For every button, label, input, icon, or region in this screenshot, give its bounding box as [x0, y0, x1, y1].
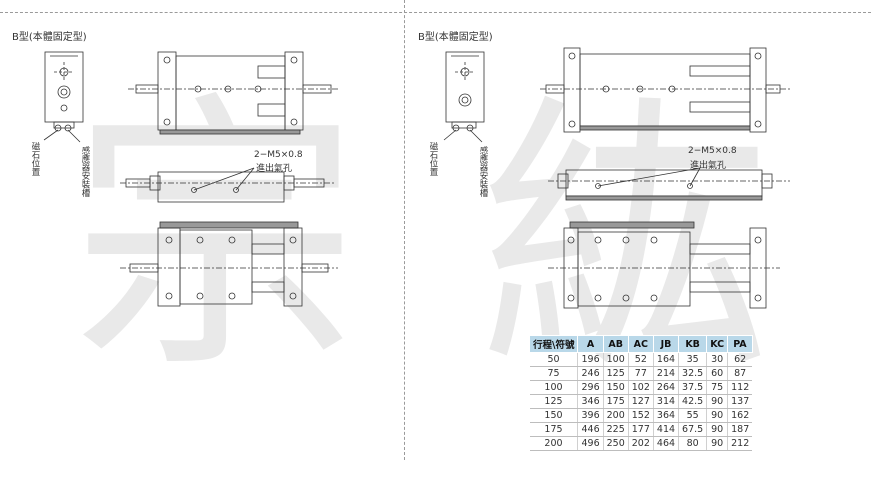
table-cell: 50	[529, 352, 578, 367]
table-cell: 90	[706, 436, 728, 451]
center-dashed-divider	[404, 0, 405, 460]
table-cell: 125	[602, 366, 629, 381]
table-cell: 346	[577, 394, 604, 409]
stroke-dimension-table: 行程\符號 A AB AC JB KB KC PA 50 196 100 52 …	[528, 335, 753, 451]
table-row: 100 296 150 102 264 37.5 75 112	[529, 380, 753, 395]
table-cell: 162	[727, 408, 753, 423]
table-cell: 187	[727, 422, 753, 437]
table-cell: 196	[577, 352, 604, 367]
table-cell: 214	[652, 366, 679, 381]
table-cell: 100	[529, 380, 578, 395]
table-cell: 164	[652, 352, 679, 367]
table-cell: 150	[529, 408, 578, 423]
table-cell: 75	[529, 366, 578, 381]
table-cell: 225	[602, 422, 629, 437]
table-row: 125 346 175 127 314 42.5 90 137	[529, 394, 753, 409]
table-cell: 150	[602, 380, 629, 395]
left-port-air-label: 進出氣孔	[256, 164, 293, 174]
header-ab: AB	[602, 335, 629, 353]
table-cell: 296	[577, 380, 604, 395]
table-cell: 102	[627, 380, 654, 395]
table-row: 175 446 225 177 414 67.5 90 187	[529, 422, 753, 437]
header-pa: PA	[727, 335, 753, 353]
table-cell: 396	[577, 408, 604, 423]
right-bottom-view	[548, 221, 780, 309]
table-cell: 212	[727, 436, 753, 451]
table-cell: 246	[577, 366, 604, 381]
table-cell: 112	[727, 380, 753, 395]
table-cell: 314	[652, 394, 679, 409]
right-port-thread-label: 2−M5×0.8	[688, 146, 737, 156]
left-section-title: B型(本體固定型)	[12, 32, 87, 43]
table-cell: 75	[706, 380, 728, 395]
table-cell: 87	[727, 366, 753, 381]
left-end-view	[43, 51, 84, 143]
table-cell: 60	[706, 366, 728, 381]
table-cell: 100	[602, 352, 629, 367]
table-cell: 90	[706, 394, 728, 409]
table-header-row: 行程\符號 A AB AC JB KB KC PA	[528, 335, 753, 353]
table-cell: 200	[602, 408, 629, 423]
table-cell: 414	[652, 422, 679, 437]
table-row: 200 496 250 202 464 80 90 212	[529, 436, 753, 451]
table-cell: 125	[529, 394, 578, 409]
right-side-view	[548, 167, 790, 201]
table-cell: 80	[678, 436, 707, 451]
right-top-view	[540, 47, 790, 133]
table-cell: 52	[627, 352, 654, 367]
table-cell: 37.5	[678, 380, 707, 395]
left-port-thread-label: 2−M5×0.8	[254, 150, 303, 160]
table-cell: 127	[627, 394, 654, 409]
table-cell: 152	[627, 408, 654, 423]
right-end-view	[443, 51, 485, 143]
table-cell: 464	[652, 436, 679, 451]
right-port-air-label: 進出氣孔	[690, 161, 727, 171]
header-kb: KB	[678, 335, 708, 353]
table-cell: 200	[529, 436, 578, 451]
table-cell: 364	[652, 408, 679, 423]
table-cell: 90	[706, 422, 728, 437]
table-cell: 250	[602, 436, 629, 451]
table-cell: 496	[577, 436, 604, 451]
table-cell: 446	[577, 422, 604, 437]
table-cell: 137	[727, 394, 753, 409]
header-jb: JB	[652, 335, 680, 353]
table-cell: 202	[627, 436, 654, 451]
table-cell: 62	[727, 352, 753, 367]
header-stroke: 行程\符號	[528, 335, 579, 353]
table-row: 75 246 125 77 214 32.5 60 87	[529, 366, 753, 381]
table-cell: 175	[602, 394, 629, 409]
table-row: 50 196 100 52 164 35 30 62	[529, 352, 753, 367]
header-kc: KC	[706, 335, 729, 353]
table-cell: 67.5	[678, 422, 707, 437]
table-cell: 30	[706, 352, 728, 367]
header-a: A	[577, 335, 604, 353]
right-section-title: B型(本體固定型)	[418, 32, 493, 43]
left-side-view	[120, 167, 335, 203]
table-cell: 175	[529, 422, 578, 437]
right-magnet-position-label: 磁石位置	[428, 142, 438, 176]
left-top-view	[128, 51, 340, 135]
table-cell: 32.5	[678, 366, 707, 381]
table-cell: 177	[627, 422, 654, 437]
table-row: 150 396 200 152 364 55 90 162	[529, 408, 753, 423]
table-cell: 55	[678, 408, 707, 423]
left-bottom-view	[120, 221, 338, 307]
left-sensor-slot-label: 感應器安裝槽	[80, 146, 90, 197]
table-cell: 35	[678, 352, 707, 367]
top-dashed-divider	[0, 12, 871, 13]
watermark-left: 宗	[70, 71, 360, 408]
left-magnet-position-label: 磁石位置	[30, 142, 40, 176]
table-cell: 77	[627, 366, 654, 381]
table-cell: 42.5	[678, 394, 707, 409]
header-ac: AC	[627, 335, 654, 353]
table-cell: 264	[652, 380, 679, 395]
table-cell: 90	[706, 408, 728, 423]
right-sensor-slot-label: 感應器安裝槽	[478, 146, 488, 197]
